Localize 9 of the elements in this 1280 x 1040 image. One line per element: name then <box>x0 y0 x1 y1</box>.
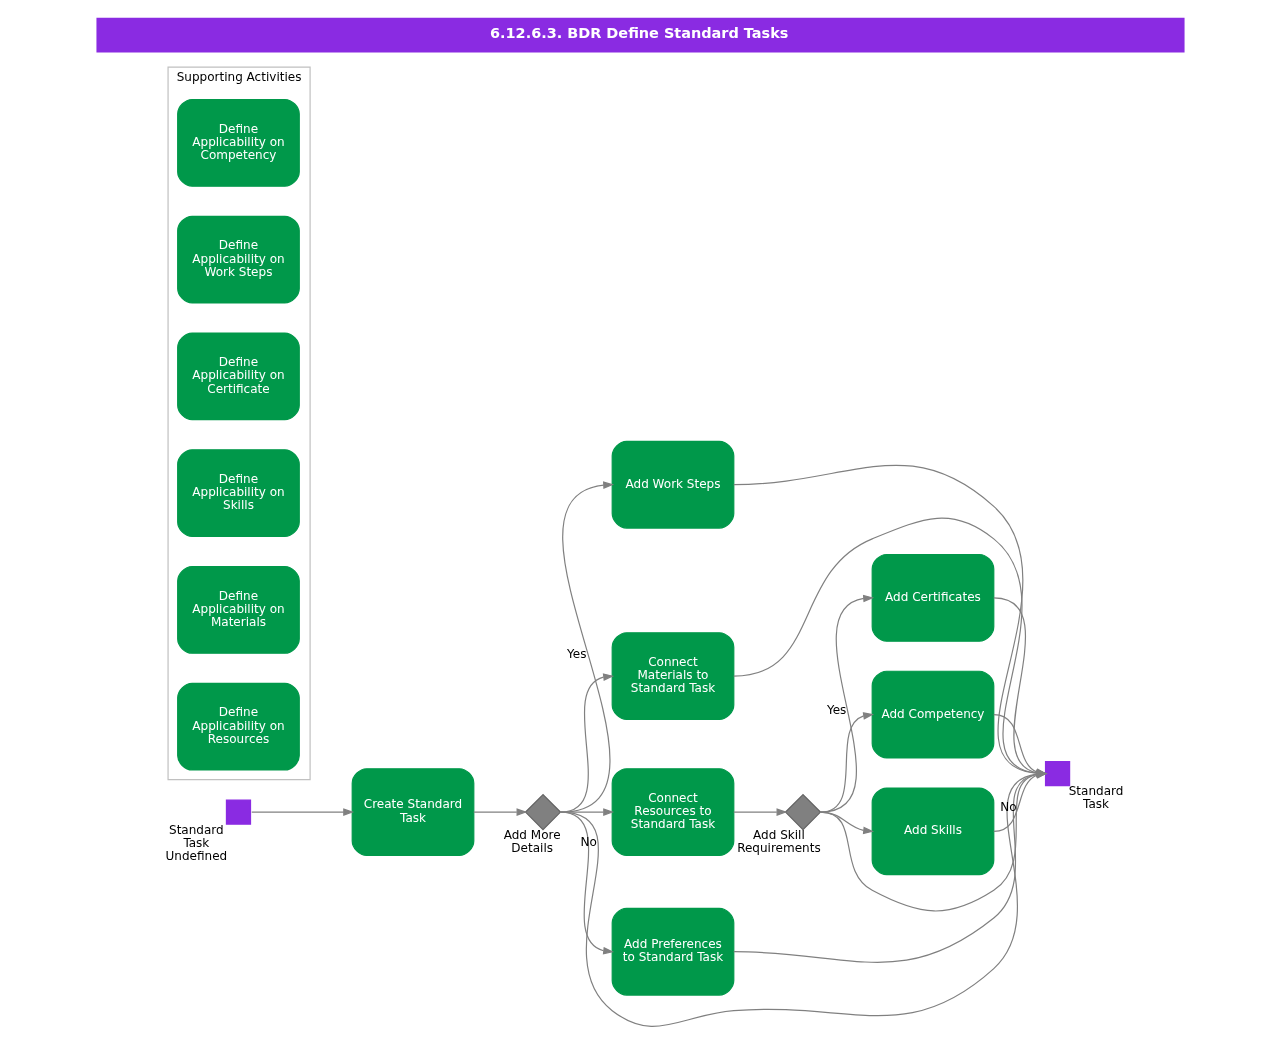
edge-label: No <box>580 835 597 850</box>
node-label: Add Skill Requirements <box>736 828 821 856</box>
edge-label: Yes <box>826 703 846 718</box>
diagram-title: 6.12.6.3. BDR Define Standard Tasks <box>489 25 788 42</box>
edge-label: No <box>999 800 1017 815</box>
node-label: Add More Details <box>503 828 561 856</box>
node-label: Standard Task Undefined <box>165 822 227 864</box>
edge-label: Yes <box>566 647 587 662</box>
node-label: Standard Task <box>1068 784 1123 812</box>
